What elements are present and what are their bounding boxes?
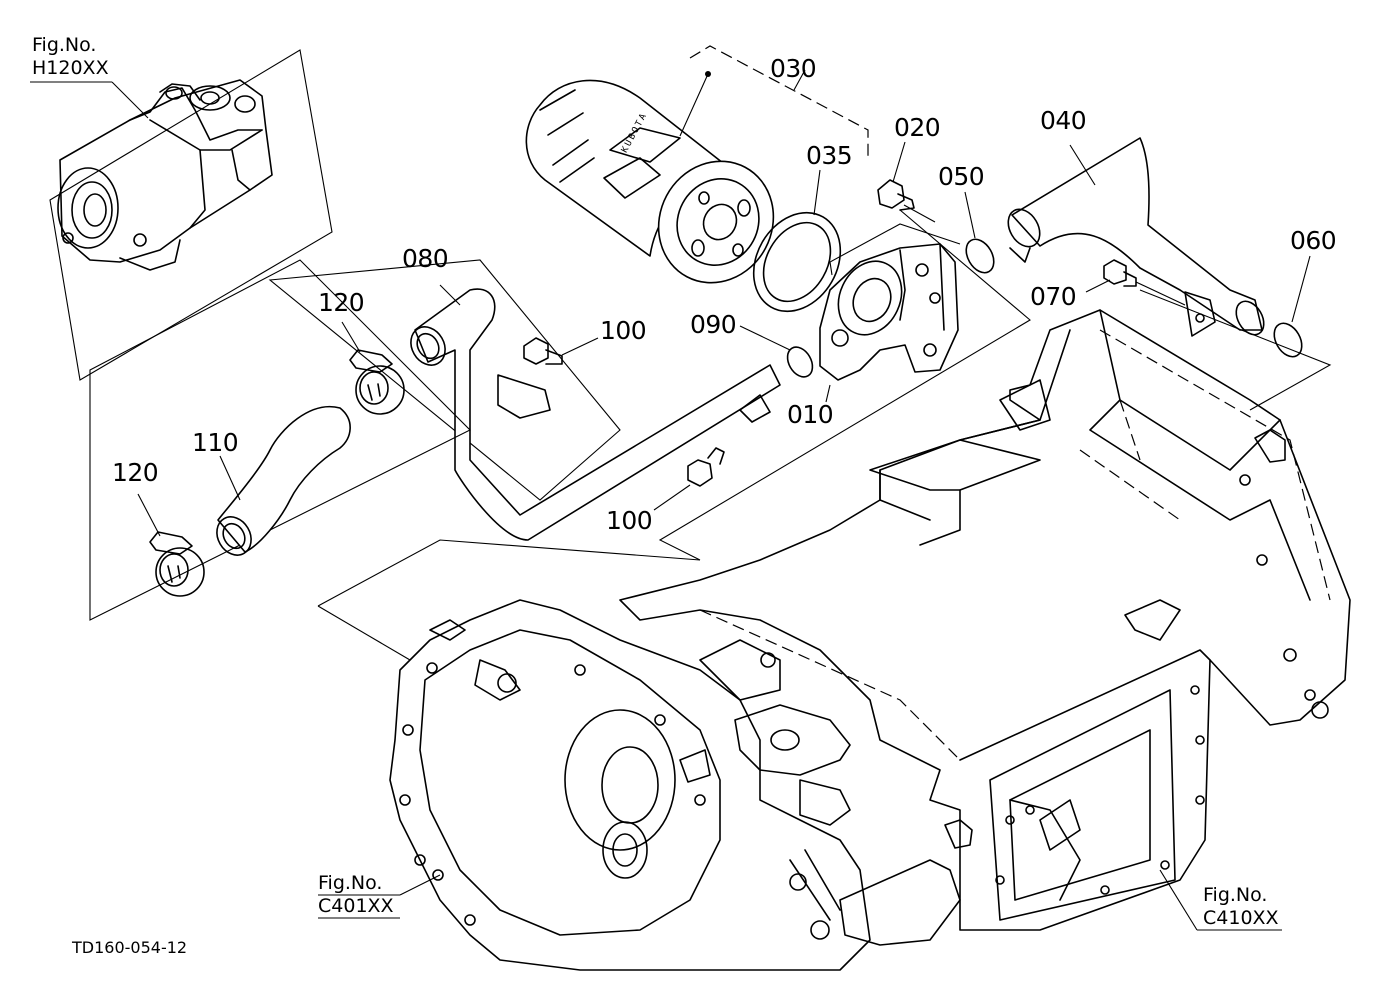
- o-ring-060: [1273, 322, 1303, 358]
- figure-ref-c401-prefix: Fig.No.: [318, 872, 383, 894]
- figure-ref-c410: Fig.No. C410XX: [1203, 884, 1279, 930]
- filter-head-bracket: [819, 223, 961, 403]
- part-label-020: 020: [894, 113, 941, 142]
- o-ring-050: [965, 238, 995, 274]
- part-label-110: 110: [192, 428, 239, 457]
- bolt-100-lower: [653, 447, 725, 511]
- hydraulic-pump-illustration: [30, 49, 333, 381]
- hose-clamp-120-lower: [137, 493, 205, 597]
- figure-ref-h120-prefix: Fig.No.: [32, 34, 97, 56]
- figure-ref-h120: Fig.No. H120XX: [32, 34, 109, 80]
- part-label-050: 050: [938, 162, 985, 191]
- part-label-120-lower: 120: [112, 458, 159, 487]
- filter-gasket: [752, 169, 842, 313]
- part-label-040: 040: [1040, 106, 1087, 135]
- figure-ref-h120-number: H120XX: [32, 56, 109, 79]
- o-ring-090: [786, 346, 814, 378]
- hose-110: [89, 259, 471, 621]
- filter-group-bracket: [689, 45, 869, 156]
- part-label-070: 070: [1030, 282, 1077, 311]
- figure-ref-c410-prefix: Fig.No.: [1203, 884, 1268, 906]
- part-label-030: 030: [770, 54, 817, 83]
- bolt-020: [877, 141, 936, 223]
- hose-clamp-120-upper: [341, 321, 405, 415]
- figure-ref-c410-number: C410XX: [1203, 906, 1279, 929]
- figure-reference-leaders: [1159, 869, 1282, 931]
- part-label-060: 060: [1290, 226, 1337, 255]
- part-label-090: 090: [690, 310, 737, 339]
- figure-ref-c401-number: C401XX: [318, 894, 394, 917]
- drawing-code: TD160-054-12: [72, 938, 188, 957]
- part-label-100-lower: 100: [606, 506, 653, 535]
- part-label-120-upper: 120: [318, 288, 365, 317]
- front-housing: [318, 599, 973, 971]
- part-label-100-upper: 100: [600, 316, 647, 345]
- oil-filter-cartridge: [525, 71, 775, 284]
- hose-080: [268, 259, 781, 541]
- bolt-070: [1085, 259, 1186, 306]
- assembly-lines: [317, 209, 1332, 661]
- part-label-080: 080: [402, 244, 449, 273]
- transmission-housing: [619, 309, 1351, 931]
- part-label-035: 035: [806, 141, 853, 170]
- figure-ref-c401: Fig.No. C401XX: [318, 872, 394, 918]
- bolt-100-upper: [523, 337, 599, 365]
- part-label-010: 010: [787, 400, 834, 429]
